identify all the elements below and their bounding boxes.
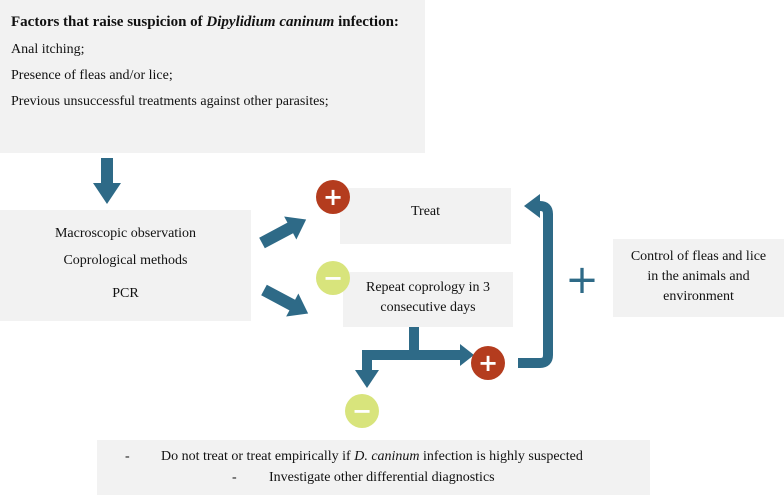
arrow-to-positive-icon — [460, 344, 474, 366]
arrow-to-treat-return-icon — [524, 194, 540, 218]
outcome-line: Do not treat or treat empirically if D. … — [161, 449, 583, 464]
treat-box: Treat — [340, 188, 511, 244]
sign-text: + — [478, 349, 498, 377]
positive-result-icon: + — [471, 346, 505, 380]
left-drop — [362, 350, 372, 372]
split-bar — [362, 350, 462, 360]
sign-text: − — [323, 264, 343, 292]
species-name: Dipylidium caninum — [206, 14, 335, 30]
return-loop — [518, 201, 553, 368]
method-item: Macroscopic observation — [54, 226, 197, 241]
control-line: Control of fleas and lice — [630, 249, 767, 264]
method-item: Coprological methods — [63, 253, 188, 268]
down-arrow-icon — [93, 158, 121, 204]
bullet-dash: - — [125, 449, 130, 464]
arrow-to-treat-icon — [259, 216, 307, 249]
method-item: PCR — [112, 286, 139, 301]
factor-item: Previous unsuccessful treatments against… — [11, 94, 329, 109]
repeat-stem — [409, 327, 419, 357]
repeat-line: consecutive days — [380, 300, 476, 315]
bullet-dash: - — [232, 470, 237, 485]
negative-result-icon: − — [316, 261, 350, 295]
factor-item: Presence of fleas and/or lice; — [11, 68, 173, 83]
outcome-line: Investigate other differential diagnosti… — [269, 470, 495, 485]
factor-item: Anal itching; — [11, 42, 85, 57]
suspicion-factors-title: Factors that raise suspicion of Dipylidi… — [11, 14, 399, 30]
sign-text: − — [352, 397, 372, 425]
flea-lice-control-box: Control of fleas and lice in the animals… — [613, 239, 784, 317]
diagnostic-methods-box: Macroscopic observation Coprological met… — [0, 210, 251, 321]
arrow-to-negative-icon — [355, 370, 379, 388]
negative-result-icon: − — [345, 394, 379, 428]
control-line: environment — [663, 289, 734, 304]
repeat-line: Repeat coprology in 3 — [365, 280, 491, 295]
plus-icon: + — [565, 257, 599, 303]
suspicion-factors-box: Factors that raise suspicion of Dipylidi… — [0, 0, 425, 153]
negative-outcome-box: - Do not treat or treat empirically if D… — [97, 440, 650, 495]
repeat-coprology-box: Repeat coprology in 3 consecutive days — [343, 272, 513, 327]
species-name: D. caninum — [354, 449, 420, 464]
sign-text: + — [323, 183, 343, 211]
control-line: in the animals and — [647, 269, 750, 284]
positive-result-icon: + — [316, 180, 350, 214]
arrow-to-repeat-icon — [261, 284, 309, 317]
